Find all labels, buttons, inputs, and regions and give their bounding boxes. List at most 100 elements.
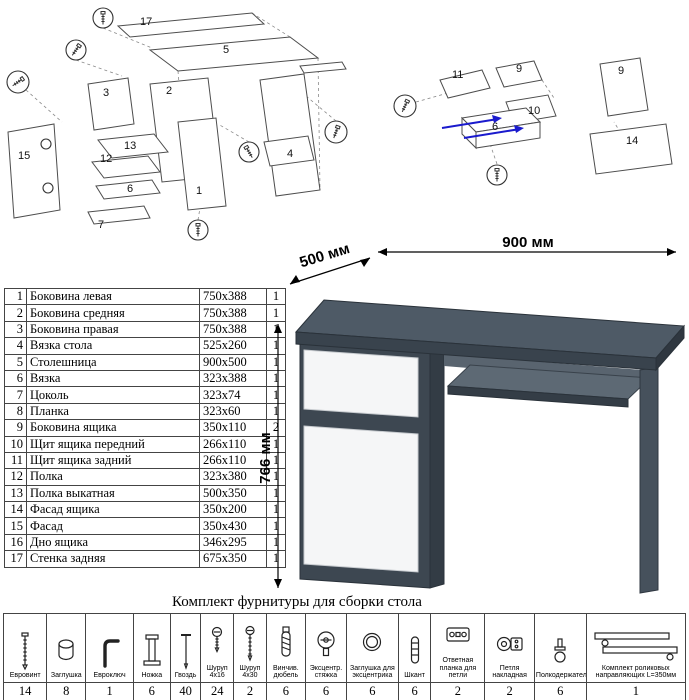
hardware-item-name: Петля накладная: [492, 664, 527, 680]
hardware-item-qty: 1: [585, 681, 687, 700]
leader-line: [487, 137, 498, 165]
parts-cell-size: 350x200: [199, 501, 267, 519]
parts-cell-name: Боковина ящика: [26, 419, 200, 437]
parts-cell-name: Щит ящика задний: [26, 451, 200, 470]
parts-cell-qty: 2: [266, 419, 286, 437]
screw-small-icon: [202, 622, 233, 664]
parts-cell-num: 1: [4, 287, 27, 306]
parts-cell-name: Фасад ящика: [26, 501, 200, 519]
hardware-item-name: Гвоздь: [174, 672, 197, 679]
screw-long-icon: [235, 622, 266, 664]
parts-cell-name: Цоколь: [26, 386, 200, 404]
panel-drawer-box-front: [475, 121, 541, 149]
runner-arrowhead: [492, 115, 502, 123]
dim-900-label: 900 мм: [502, 236, 553, 251]
leader-line: [197, 207, 201, 221]
parts-cell-size: 323x60: [199, 402, 267, 421]
panel-shelf-rollout: [97, 133, 169, 159]
parts-cell-qty: 1: [266, 468, 286, 486]
drawer-front: [303, 349, 419, 418]
leader-line: [251, 12, 291, 38]
hardware-item-qty: 2: [233, 681, 267, 700]
hex-key-icon: [87, 629, 133, 671]
part-label: 14: [626, 135, 638, 147]
parts-cell-num: 7: [4, 386, 27, 404]
parts-cell-num: 5: [4, 353, 27, 371]
hardware-item-qty: 6: [304, 681, 348, 700]
door-front: [303, 425, 419, 573]
part-label: 12: [100, 153, 112, 165]
parts-cell-name: Полка выкатная: [26, 484, 200, 503]
hardware-item-plug-cap: Заглушка: [46, 613, 87, 683]
hardware-item-name: Заглушка: [50, 672, 82, 679]
leader-line: [541, 79, 555, 99]
hardware-item-confirmat-screw: Евровинт: [2, 613, 48, 683]
part-label: 4: [287, 148, 293, 160]
parts-cell-qty: 1: [266, 435, 286, 453]
panel-desktop: [148, 36, 320, 72]
leader-line: [25, 89, 63, 123]
right-side-panel: [639, 366, 659, 594]
parts-cell-size: 750x388: [199, 287, 267, 306]
exploded-diagram-left: 17 5 2 3 13 12 6 7 15 1 4: [6, 7, 348, 241]
parts-cell-num: 6: [4, 369, 27, 388]
parts-cell-name: Вязка: [26, 369, 200, 388]
hardware-item-drawer-slides: Комплект роликовых направляющих L=350мм: [585, 613, 687, 683]
hardware-item-name: Заглушка для эксцентрика: [350, 664, 395, 680]
panel-shelf: [91, 155, 161, 179]
parts-cell-size: 346x295: [199, 533, 267, 552]
hardware-item-qty: 40: [169, 681, 202, 700]
hardware-item-hex-key: Евроключ: [85, 613, 134, 683]
wood-dowel-icon: [399, 629, 430, 671]
panel-tie: [263, 135, 315, 167]
part-label: 13: [124, 140, 136, 152]
parts-cell-num: 8: [4, 402, 27, 421]
hardware-item-dowel-screw: Винчив. дюбель: [265, 613, 306, 683]
dim-arrowhead: [274, 579, 282, 588]
part-label: 2: [166, 85, 172, 97]
parts-cell-size: 750x388: [199, 304, 267, 322]
confirmat-screw-icon: [5, 629, 46, 671]
leader-line: [305, 95, 337, 122]
part-label: 6: [492, 121, 498, 133]
hardware-item-qty: 6: [397, 681, 432, 700]
plug-cap-icon: [48, 629, 85, 671]
parts-cell-num: 10: [4, 435, 27, 453]
cam-lock-icon: [306, 622, 345, 664]
parts-cell-name: Стенка задняя: [26, 550, 200, 568]
furniture-leg-icon: [134, 629, 169, 671]
parts-cell-num: 15: [4, 517, 27, 535]
leader-line: [217, 123, 250, 143]
leader-line: [75, 59, 123, 77]
parts-cell-num: 13: [4, 484, 27, 503]
parts-cell-num: 12: [4, 468, 27, 486]
parts-cell-size: 323x380: [199, 468, 267, 486]
part-label: 9: [516, 63, 522, 75]
parts-cell-name: Боковина правая: [26, 320, 200, 339]
panel-drawer-side: [495, 60, 543, 88]
hinge-plate-icon: [432, 614, 484, 656]
hardware-item-name: Евроключ: [93, 672, 126, 679]
panel-strip: [299, 61, 347, 74]
parts-cell-num: 2: [4, 304, 27, 322]
panel-door-facade: [7, 123, 61, 219]
panel-back-wall: [116, 12, 266, 38]
hardware-item-screw-long: Шуруп 4x30: [233, 613, 267, 683]
part-label: 10: [528, 105, 540, 117]
panel-drawer-side-2: [599, 57, 649, 117]
hardware-item-wood-dowel: Шкант: [397, 613, 432, 683]
part-label: 11: [452, 69, 463, 81]
hardware-item-qty: 1: [85, 681, 134, 700]
leader-line: [317, 57, 321, 191]
parts-cell-num: 3: [4, 320, 27, 339]
